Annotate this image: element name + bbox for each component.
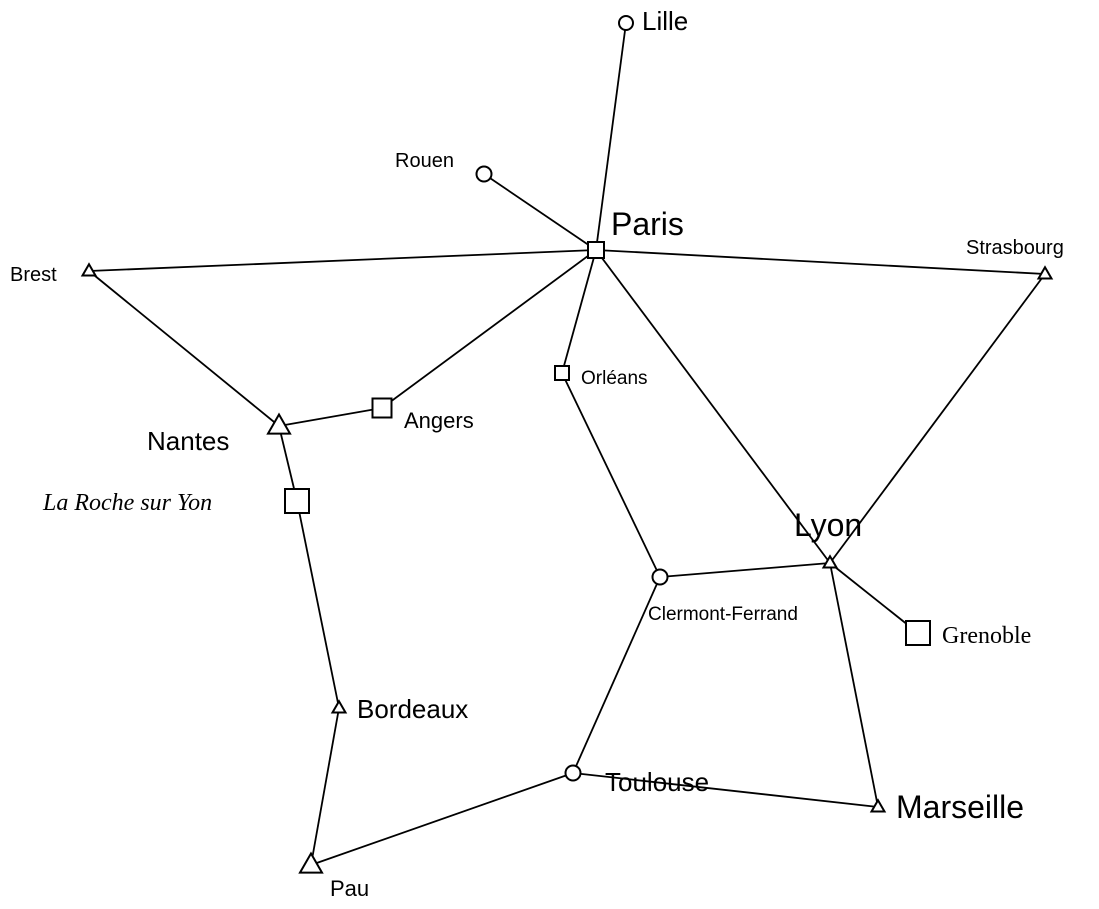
node-clermont-ferrand-circle-icon [651, 568, 669, 586]
edge-paris-lille [595, 22, 627, 251]
edge-lyon-grenoble [829, 562, 919, 634]
label-bordeaux: Bordeaux [357, 694, 468, 724]
node-orleans-square-icon [554, 365, 570, 381]
node-pau-triangle-icon [298, 851, 324, 874]
edge-pau-toulouse [310, 772, 574, 866]
node-lille-circle-icon [618, 15, 634, 31]
edge-orleans-clermont-ferrand [561, 372, 661, 578]
edge-paris-strasbourg [595, 249, 1046, 275]
node-la-roche-sur-yon-square-icon [284, 488, 310, 514]
node-paris-square-icon [587, 241, 605, 259]
node-angers-square-icon [371, 397, 393, 419]
edge-paris-lyon [595, 249, 831, 564]
edge-lyon-strasbourg [829, 273, 1046, 564]
edge-toulouse-clermont-ferrand [572, 576, 661, 774]
label-rouen: Rouen [395, 150, 454, 172]
edge-paris-orleans [561, 249, 597, 374]
label-marseille: Marseille [896, 789, 1024, 825]
label-orleans: Orléans [581, 368, 648, 389]
node-grenoble-square-icon [905, 620, 931, 646]
label-la-roche-sur-yon: La Roche sur Yon [42, 490, 212, 516]
nodes-layer [80, 15, 1054, 874]
edge-paris-rouen [483, 173, 597, 251]
node-toulouse-circle-icon [564, 764, 582, 782]
label-nantes: Nantes [147, 426, 229, 456]
node-bordeaux-triangle-icon [330, 699, 348, 714]
edge-toulouse-marseille [572, 772, 879, 808]
label-strasbourg: Strasbourg [966, 237, 1064, 259]
label-angers: Angers [404, 408, 474, 433]
label-grenoble: Grenoble [942, 623, 1031, 649]
node-marseille-triangle-icon [869, 798, 887, 813]
edge-la-roche-sur-yon-bordeaux [296, 500, 340, 709]
label-paris: Paris [611, 206, 684, 242]
edge-bordeaux-pau [310, 707, 340, 866]
node-lyon-triangle-icon [821, 554, 839, 569]
node-rouen-circle-icon [475, 165, 493, 183]
node-nantes-triangle-icon [266, 412, 292, 435]
label-clermont-ferrand: Clermont-Ferrand [648, 604, 798, 625]
label-brest: Brest [10, 264, 57, 286]
edge-paris-angers [381, 249, 597, 409]
edges-layer [88, 22, 1046, 866]
label-lille: Lille [642, 6, 688, 36]
edge-brest-nantes [88, 270, 280, 427]
node-brest-triangle-icon [80, 262, 98, 277]
edge-lyon-marseille [829, 562, 879, 808]
node-strasbourg-triangle-icon [1036, 265, 1054, 280]
label-toulouse: Toulouse [605, 767, 709, 797]
labels-layer: Lille Rouen Paris Brest Strasbourg Orléa… [10, 6, 1064, 901]
edge-clermont-ferrand-lyon [659, 562, 831, 578]
label-pau: Pau [330, 876, 369, 901]
label-lyon: Lyon [794, 507, 862, 543]
edge-nantes-angers [278, 407, 383, 427]
edge-paris-brest [88, 249, 597, 272]
